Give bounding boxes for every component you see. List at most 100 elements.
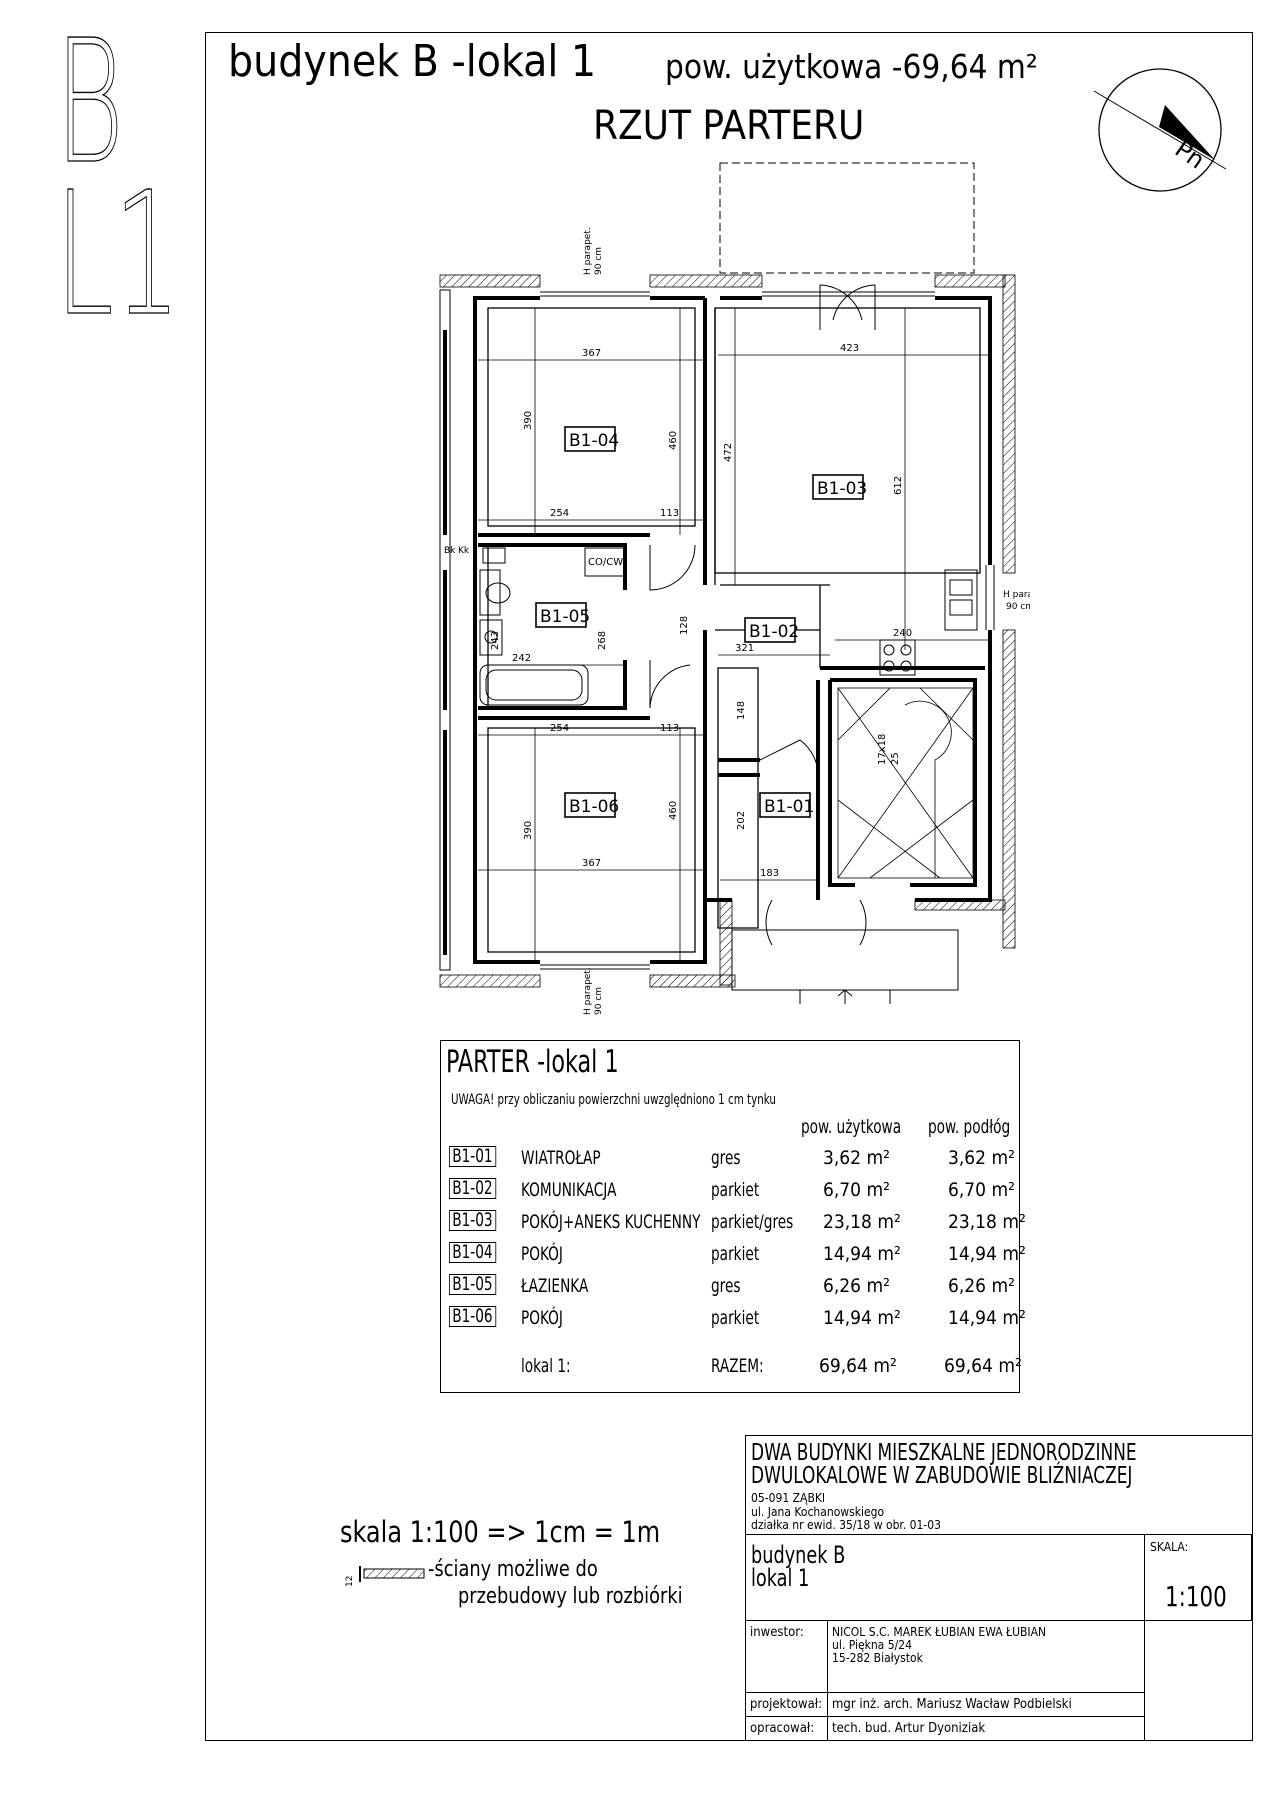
bathroom-fittings (479, 547, 626, 706)
floor-finish: gres (711, 1275, 741, 1297)
room-name: ŁAZIENKA (521, 1275, 589, 1297)
wall-thickness-label: 12 (345, 1576, 355, 1587)
wall-hatch (649, 974, 736, 988)
investor-line3: 15-282 Białystok (832, 1651, 923, 1665)
address-line3: działka nr ewid. 35/18 w obr. 01-03 (751, 1518, 941, 1532)
floor-area-cell: 23,18 m² (948, 1213, 1026, 1232)
usable-area-cell: 6,26 m² (823, 1277, 890, 1296)
room-label-b1-04: B1-04 (569, 431, 619, 451)
unit: m² (877, 1307, 901, 1329)
project-line2: DWULOKALOWE W ZABUDOWIE BLIŹNIACZEJ (751, 1463, 1133, 1489)
dim-text: 367 (582, 348, 601, 359)
building-name: budynek B (751, 1541, 846, 1569)
entrance-step (731, 929, 959, 991)
unit: m² (991, 1179, 1015, 1201)
dim-text: 183 (760, 868, 779, 879)
wall-note-line1: -ściany możliwe do (428, 1557, 598, 1582)
unit: m² (877, 1243, 901, 1265)
floor-finish: parkiet/gres (711, 1211, 794, 1233)
dim-text: 612 (893, 476, 904, 495)
drawing-frame (205, 32, 1253, 1741)
total-usable-value: 69,64 (819, 1355, 868, 1377)
floor-finish: parkiet (711, 1307, 760, 1329)
dimension-texts: 367 390 460 254 113 423 472 612 240 242 … (490, 343, 912, 879)
room-code: B1-02 (449, 1178, 496, 1199)
building-cell: budynek B lokal 1 (745, 1534, 1145, 1621)
dim-text: 254 (550, 723, 569, 734)
room-label-frame (564, 792, 616, 818)
parapet-value-right: 90 cm (1006, 602, 1030, 612)
floor-finish: parkiet (711, 1179, 760, 1201)
scale-cell: SKALA: 1:100 (1144, 1534, 1252, 1621)
dim-text: 17x18 (877, 734, 888, 765)
floor-area-cell: 6,26 m² (948, 1277, 1015, 1296)
area-table-note: UWAGA! przy obliczaniu powierzchni uwzgl… (451, 1092, 776, 1108)
room-label-b1-06: B1-06 (569, 797, 619, 817)
usable-area: 6,70 (823, 1179, 862, 1201)
area-table: PARTER -lokal 1 UWAGA! przy obliczaniu p… (440, 1040, 1026, 1393)
total-floor-value: 69,64 (944, 1355, 993, 1377)
wall-hatch (1002, 629, 1016, 949)
parapet-label-right: H parapet. (1003, 590, 1030, 600)
boiler-label: CO/CW (588, 557, 623, 568)
parapet-value-top: 90 cm (594, 247, 604, 275)
north-arrow-circle (1098, 68, 1222, 192)
room-code: B1-06 (449, 1306, 496, 1327)
drafter-label: opracował: (750, 1721, 815, 1736)
dim-text: 243 (490, 631, 501, 650)
unit: m² (991, 1147, 1015, 1169)
north-arrow-label: Pn (1170, 135, 1210, 175)
total-floor: 69,64 m² (944, 1357, 1022, 1376)
duct-label-a: Bk (444, 546, 456, 556)
designer-label: projektował: (750, 1697, 823, 1712)
wall-hatch (649, 274, 763, 288)
usable-area-cell: 23,18 m² (823, 1213, 901, 1232)
windows (540, 291, 995, 970)
total-word: RAZEM: (711, 1355, 764, 1377)
wall-hatch (439, 974, 541, 988)
walls (473, 296, 992, 964)
doors (649, 284, 876, 946)
dim-text: 367 (582, 858, 601, 869)
dim-text: 268 (597, 631, 608, 650)
room-label-b1-03: B1-03 (817, 479, 867, 499)
total-usable: 69,64 m² (819, 1357, 897, 1376)
col-header-floor: pow. podłóg (928, 1116, 1011, 1138)
plan-title: RZUT PARTERU (593, 103, 865, 149)
dim-text: 128 (679, 616, 690, 635)
dim-text: 321 (735, 643, 754, 654)
dim-text: 240 (893, 628, 912, 639)
unit: m² (866, 1275, 890, 1297)
unit: m² (877, 1211, 901, 1233)
north-arrow-axis (1093, 90, 1227, 170)
floor-area: 3,62 (948, 1147, 987, 1169)
room-label-b1-02: B1-02 (749, 622, 799, 642)
drafter-label-cell: opracował: (745, 1716, 828, 1741)
usable-area-heading: pow. użytkowa -69,64 m² (665, 47, 1038, 86)
scale-note: skala 1:100 => 1cm = 1m (340, 1515, 661, 1549)
investor-line2: ul. Piękna 5/24 (832, 1638, 912, 1652)
thin-walls (487, 307, 981, 953)
title-block: DWA BUDYNKI MIESZKALNE JEDNORODZINNE DWU… (745, 1435, 1253, 1741)
floor-plan: B1-04 B1-03 B1-05 B1-02 B1-06 B1-01 367 … (439, 162, 1030, 1015)
dim-text: 202 (736, 811, 747, 830)
designer-label-cell: projektował: (745, 1692, 828, 1717)
room-code: B1-03 (449, 1210, 496, 1231)
building-letter-mark: B (55, 4, 125, 202)
party-wall-segment (443, 330, 447, 535)
dimension-lines (478, 308, 990, 962)
col-header-usable: pow. użytkowa (801, 1116, 902, 1138)
dim-text: 242 (512, 653, 531, 664)
usable-area-cell: 14,94 m² (823, 1309, 901, 1328)
usable-area: 6,26 (823, 1275, 862, 1297)
address-line1: 05-091 ZĄBKI (751, 1491, 826, 1505)
room-label-frame (535, 602, 587, 628)
floor-area: 6,26 (948, 1275, 987, 1297)
usable-area: 23,18 (823, 1211, 872, 1233)
